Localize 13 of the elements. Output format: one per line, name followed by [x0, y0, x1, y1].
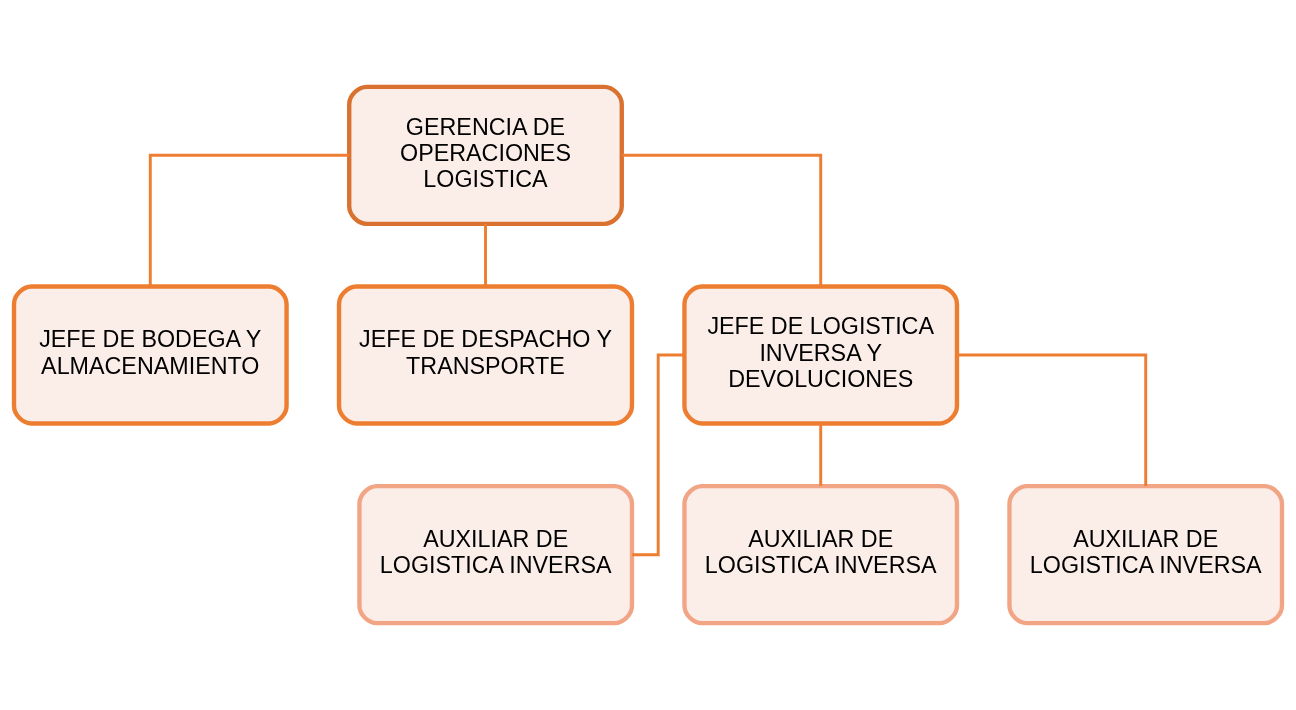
node-box: AUXILIAR DE LOGISTICA INVERSA	[682, 484, 960, 626]
connector	[819, 423, 823, 486]
connector	[148, 153, 350, 287]
node-box: GERENCIA DE OPERACIONES LOGISTICA	[347, 84, 624, 226]
connector	[484, 224, 487, 287]
connector	[632, 353, 685, 557]
node-box: JEFE DE LOGISTICA INVERSA Y DEVOLUCIONES	[682, 284, 960, 426]
node-box: AUXILIAR DE LOGISTICA INVERSA	[357, 484, 635, 626]
connector	[621, 153, 823, 287]
node-box: JEFE DE BODEGA Y ALMACENAMIENTO	[11, 284, 289, 426]
node-box: JEFE DE DESPACHO Y TRANSPORTE	[336, 284, 635, 426]
node-box: AUXILIAR DE LOGISTICA INVERSA	[1007, 484, 1285, 626]
connector	[957, 353, 1148, 486]
